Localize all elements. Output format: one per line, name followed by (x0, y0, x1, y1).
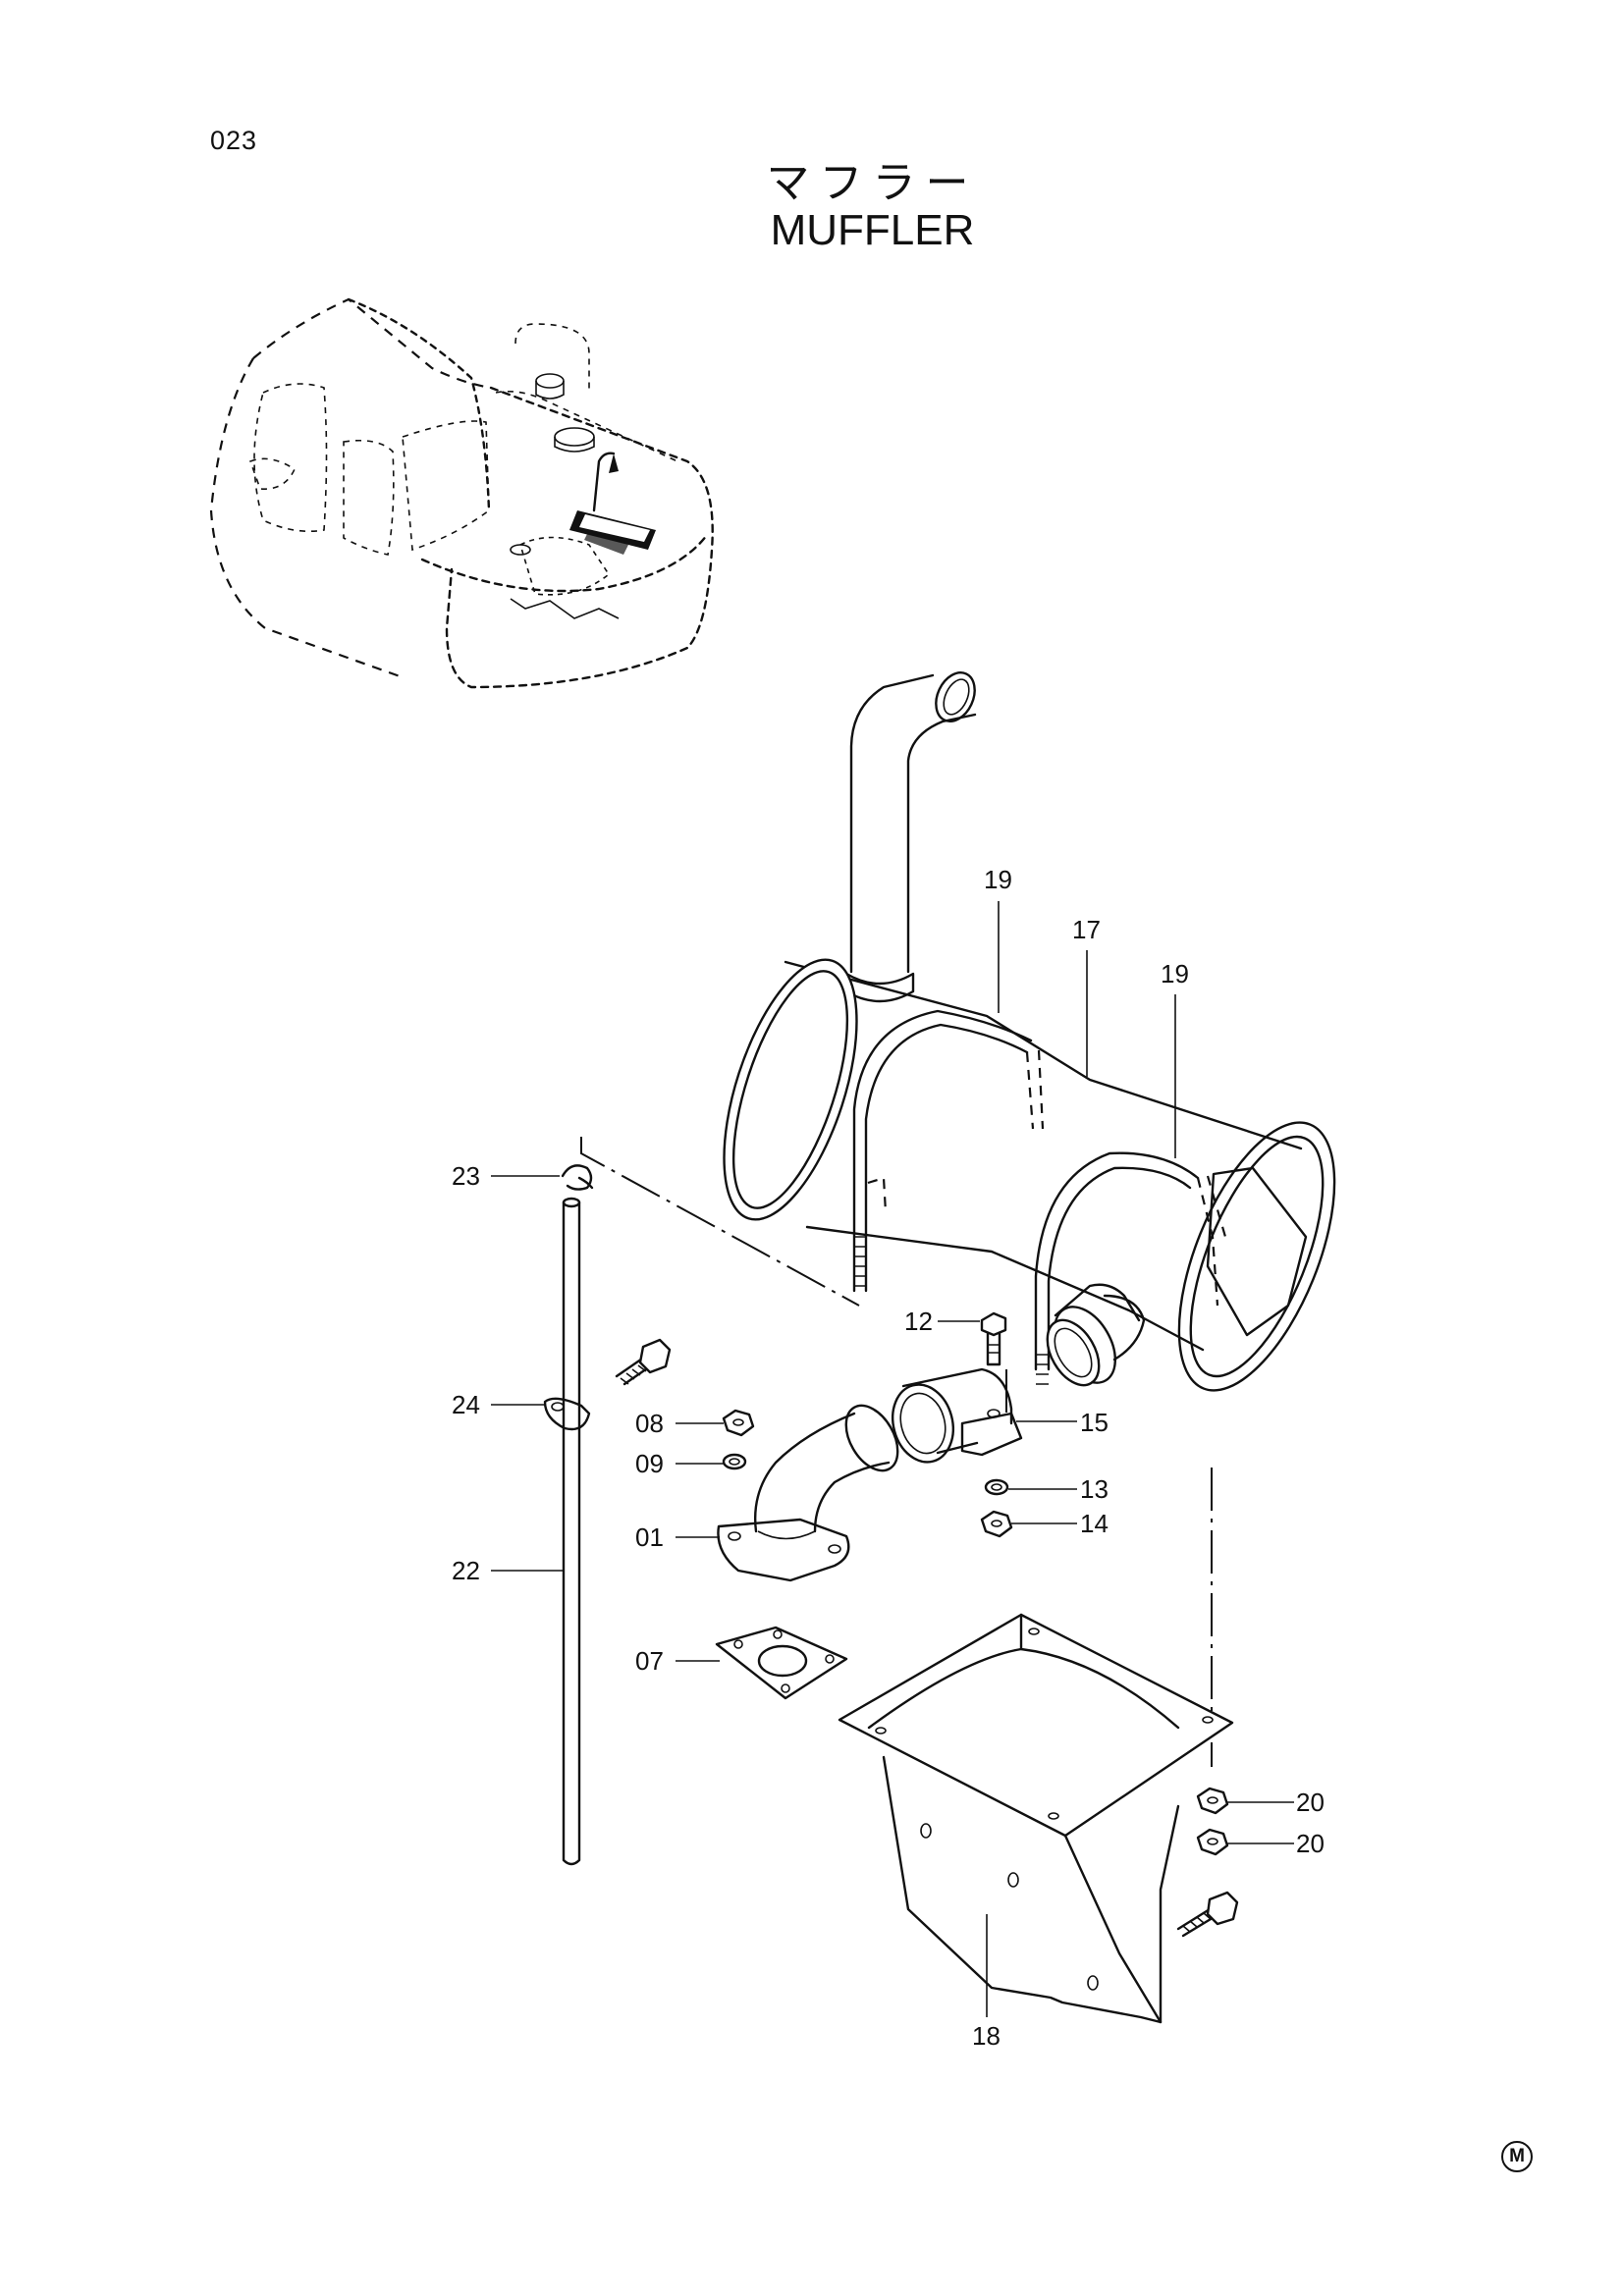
muffler-body (723, 958, 1336, 1392)
callout-12: 12 (904, 1307, 933, 1336)
page-number: 023 (210, 126, 258, 155)
callout-01: 01 (635, 1522, 664, 1552)
callout-13: 13 (1080, 1474, 1109, 1504)
callout-23: 23 (452, 1161, 480, 1191)
callout-15: 15 (1080, 1408, 1109, 1437)
callout-19-right: 19 (1161, 959, 1189, 988)
callout-18: 18 (972, 2021, 1001, 2051)
excavator-overview (209, 297, 714, 689)
callout-14: 14 (1080, 1509, 1109, 1538)
callout-22: 22 (452, 1556, 480, 1585)
callout-17: 17 (1072, 915, 1101, 944)
callout-09: 09 (635, 1449, 664, 1478)
callout-24: 24 (452, 1390, 480, 1419)
callout-20-lower: 20 (1296, 1829, 1325, 1858)
title-japanese: マフラー (766, 158, 979, 208)
leader-lines (580, 1137, 1213, 1767)
callouts: 23 24 22 08 09 01 07 12 15 13 14 19 17 1… (452, 865, 1325, 2051)
callout-19-left: 19 (984, 865, 1012, 894)
stay-rod (543, 1164, 672, 1866)
muffler-bracket (838, 1613, 1239, 2024)
callout-07: 07 (635, 1646, 664, 1676)
callout-08: 08 (635, 1409, 664, 1438)
title-english: MUFFLER (770, 206, 975, 254)
tail-pipe (844, 671, 977, 1003)
clamp-assembly (722, 1311, 1023, 1538)
exhaust-elbow (715, 1404, 899, 1700)
callout-20-upper: 20 (1296, 1788, 1325, 1817)
m-mark-icon: M (1501, 2141, 1533, 2172)
